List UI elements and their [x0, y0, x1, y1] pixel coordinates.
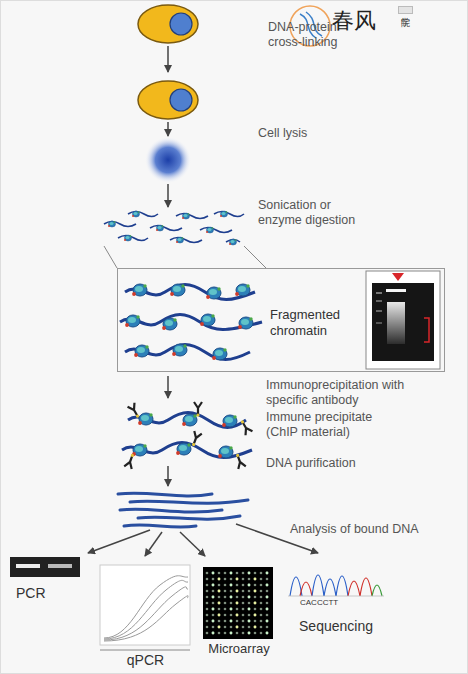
step-label: DNA purification	[266, 456, 426, 471]
watermark: 春风	[332, 8, 392, 34]
node-label: Sequencing	[286, 618, 386, 635]
node-label: qPCR	[98, 652, 193, 669]
step-label: Sonication or enzyme digestion	[258, 198, 370, 228]
step-label: Cell lysis	[258, 126, 378, 141]
sequence-letters: CACCCTT	[300, 598, 380, 608]
microarray-panel: Microarray	[200, 565, 278, 660]
node-label: Microarray	[200, 641, 278, 657]
sequencing-panel: Sequencing	[286, 552, 386, 640]
qpcr-panel: qPCR	[98, 562, 193, 670]
node-label: PCR	[16, 585, 76, 602]
step-label: Analysis of bound DNA	[290, 522, 460, 537]
node-label: Fragmented chromatin	[270, 307, 365, 339]
pcr-panel: PCR	[8, 555, 84, 603]
chromatin-box: Fragmented chromatin	[117, 268, 445, 372]
step-label: Immune precipitate (ChIP material)	[266, 410, 391, 440]
step-label: Immunoprecipitation with specific antibo…	[266, 378, 426, 408]
watermark: 学院	[398, 6, 413, 14]
